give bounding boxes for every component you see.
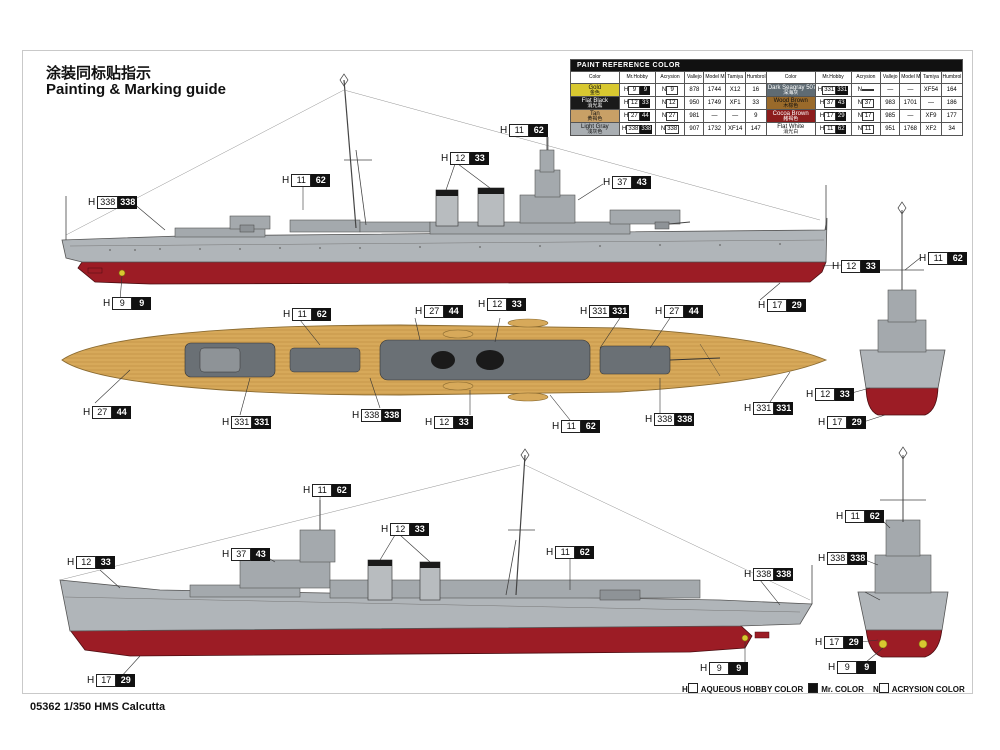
front-view-top [847,201,946,424]
hull-red-bottom [69,624,753,657]
side-view-top [61,73,844,301]
tamiya-code: XF14 [724,122,746,136]
legend-aqueous: H AQUEOUS HOBBY COLOR [682,683,804,694]
humbrol-code: 33 [744,96,767,110]
top-view [61,317,828,421]
title-chinese: 涂装同标贴指示 [46,65,152,82]
humbrol-code: 34 [940,122,964,136]
model-title: 05362 1/350 HMS Calcutta [30,701,166,713]
mm-code: 1768 [899,122,922,136]
paint-reference-table: PAINT REFERENCE COLOR Color Mr.Hobby Acr… [570,59,964,136]
side-view-bottom [59,448,813,679]
funnel-fore-bottom [367,559,393,601]
hull-red-top [77,261,827,285]
humbrol-code: 147 [744,122,767,136]
hull-gray-top [61,217,828,263]
mm-code: 1732 [703,122,726,136]
rear-view-bottom [857,446,949,668]
title-english: Painting & Marking guide [46,81,227,98]
sheet-border [22,50,973,694]
legend-acrysion: N ACRYSION COLOR [873,683,965,694]
mm-code: — [899,109,922,123]
legend-mr-color: Mr. COLOR [808,683,864,694]
paint-table-title: PAINT REFERENCE COLOR [570,59,963,72]
funnel-fore-top [477,187,505,227]
